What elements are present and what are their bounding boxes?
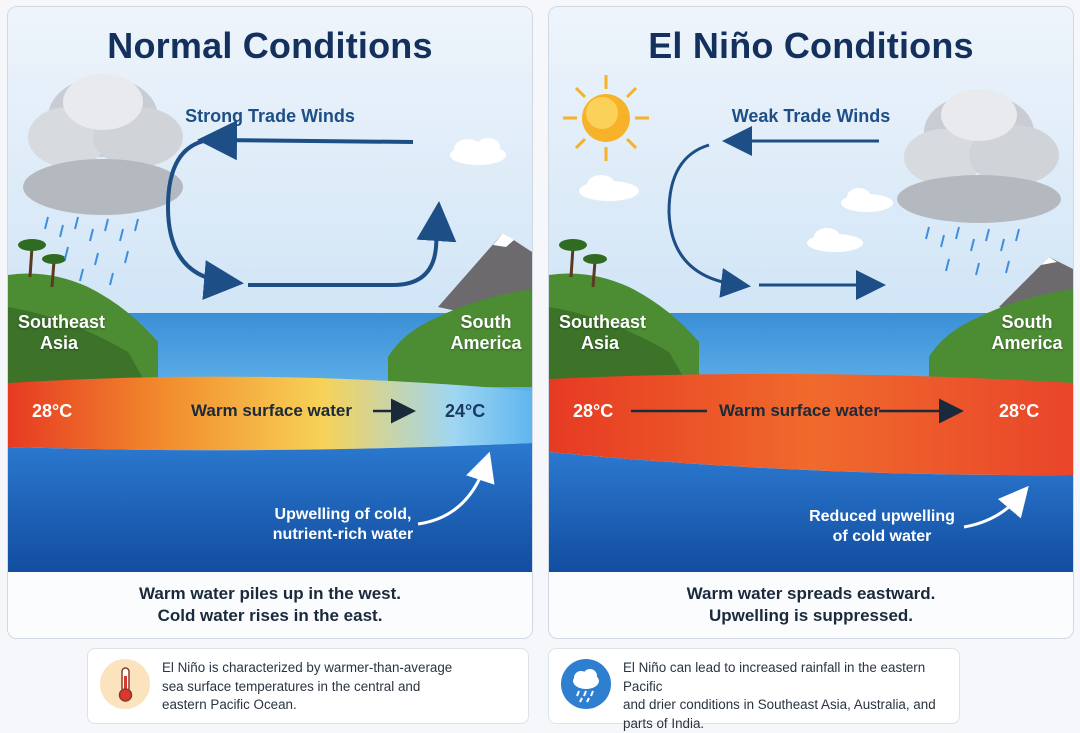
wind-label: Strong Trade Winds (8, 106, 532, 127)
caption-line-2: Cold water rises in the east. (8, 605, 532, 627)
caption-line-2: Upwelling is suppressed. (549, 605, 1073, 627)
upwelling-line-1: Reduced upwelling (799, 507, 965, 527)
thermometer-icon (100, 659, 150, 709)
east-land-label: South America (444, 312, 528, 354)
upwelling-line-1: Upwelling of cold, (258, 505, 428, 525)
panel-caption: Warm water spreads eastward. Upwelling i… (549, 583, 1073, 627)
el-nino-conditions-panel: El Niño Conditions Weak Trade Winds Sout… (548, 6, 1074, 639)
info-line: El Niño can lead to increased rainfall i… (623, 659, 951, 696)
info-line: and drier conditions in Southeast Asia, … (623, 696, 951, 715)
surface-water-label: Warm surface water (191, 401, 352, 421)
normal-conditions-panel: Normal Conditions Strong Trade Winds Sou… (7, 6, 533, 639)
caption-line-1: Warm water spreads eastward. (549, 583, 1073, 605)
east-temperature: 28°C (999, 401, 1039, 422)
east-land-label: South America (985, 312, 1069, 354)
info-line: eastern Pacific Ocean. (162, 696, 520, 715)
upwelling-line-2: of cold water (799, 527, 965, 547)
upwelling-line-2: nutrient-rich water (258, 525, 428, 545)
east-temperature: 24°C (445, 401, 485, 422)
info-line: El Niño is characterized by warmer-than-… (162, 659, 520, 678)
west-temperature: 28°C (32, 401, 72, 422)
panel-caption: Warm water piles up in the west. Cold wa… (8, 583, 532, 627)
small-cloud (450, 138, 506, 165)
panel-title: Normal Conditions (8, 25, 532, 67)
west-temperature: 28°C (573, 401, 613, 422)
info-box-rainfall: El Niño can lead to increased rainfall i… (548, 648, 960, 724)
wind-label: Weak Trade Winds (549, 106, 1073, 127)
info-line: parts of India. (623, 715, 951, 733)
west-land-label: Southeast Asia (18, 312, 100, 354)
info-line: sea surface temperatures in the central … (162, 678, 520, 697)
info-box-temperature: El Niño is characterized by warmer-than-… (87, 648, 529, 724)
west-land-label: Southeast Asia (559, 312, 641, 354)
panel-title: El Niño Conditions (549, 25, 1073, 67)
info-text: El Niño is characterized by warmer-than-… (162, 659, 520, 715)
info-text: El Niño can lead to increased rainfall i… (623, 659, 951, 733)
rain-cloud-icon (561, 659, 611, 709)
upwelling-label: Reduced upwelling of cold water (799, 507, 965, 547)
upwelling-label: Upwelling of cold, nutrient-rich water (258, 505, 428, 545)
caption-line-1: Warm water piles up in the west. (8, 583, 532, 605)
surface-water-label: Warm surface water (719, 401, 880, 421)
